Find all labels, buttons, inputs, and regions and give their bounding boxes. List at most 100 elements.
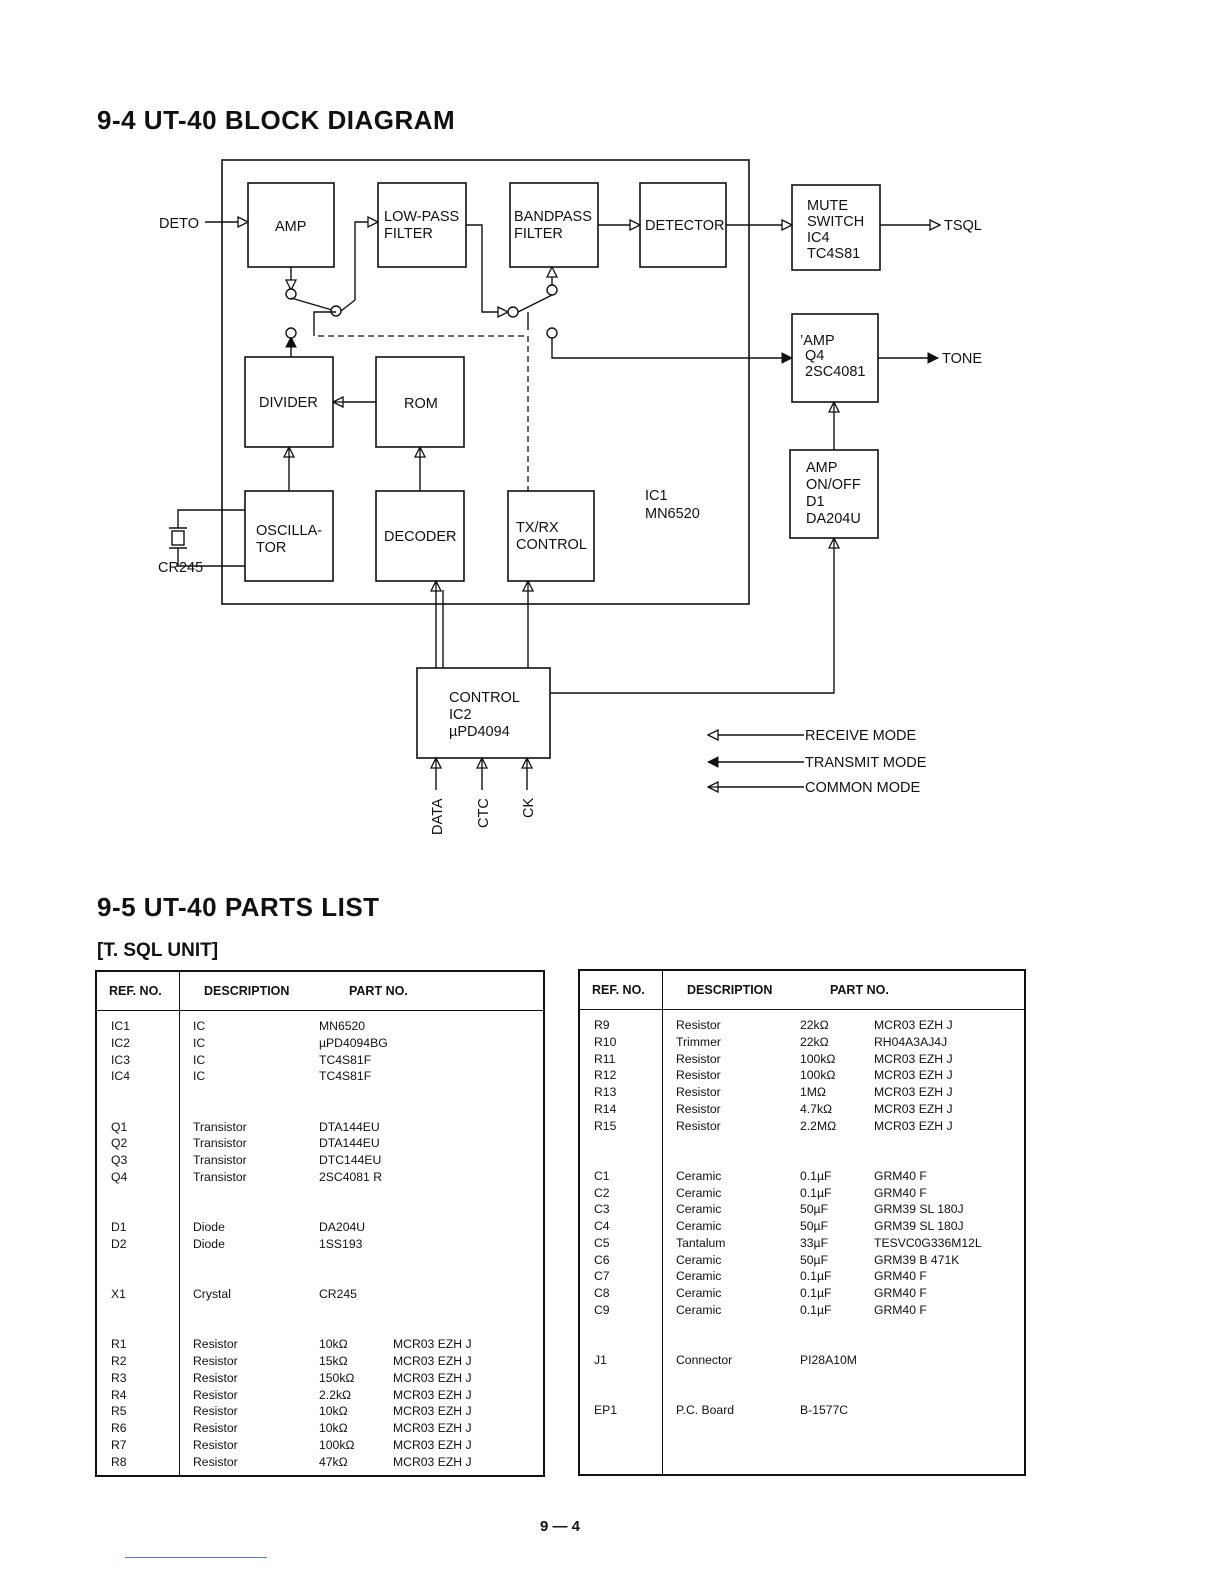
cell-ref: IC4 xyxy=(111,1069,130,1084)
cell-part: DA204U xyxy=(319,1220,366,1234)
cell-desc: Transistor xyxy=(193,1153,247,1167)
cell-part: 22kΩ xyxy=(800,1018,830,1032)
cell-part: 100kΩ xyxy=(800,1068,836,1083)
control-label-1: CONTROL xyxy=(449,690,520,706)
cell-desc: Ceramic xyxy=(676,1202,722,1217)
cell-code: MCR03 EZH J xyxy=(874,1101,953,1116)
ic1-boundary xyxy=(221,159,750,605)
cell-ref: IC2 xyxy=(111,1035,130,1050)
amp-onoff-label-1: AMP xyxy=(806,460,837,476)
cell-ref: R8 xyxy=(111,1454,127,1469)
cell-desc: Resistor xyxy=(676,1085,721,1099)
cell-part: 0.1µF xyxy=(800,1286,832,1300)
table-header: REF. NO. DESCRIPTION PART NO. xyxy=(580,971,1024,1010)
cell-part: B-1577C xyxy=(800,1403,849,1418)
cell-ref: IC3 xyxy=(111,1052,130,1067)
cell-code: MCR03 EZH J xyxy=(393,1404,472,1419)
cell-part: 50µF xyxy=(800,1202,829,1217)
cell-code: GRM39 SL 180J xyxy=(874,1202,964,1217)
cell-ref: R2 xyxy=(111,1354,127,1368)
cell-part: 10kΩ xyxy=(319,1404,349,1419)
cell-desc: Ceramic xyxy=(676,1168,722,1183)
col-part-header: PART NO. xyxy=(349,984,408,998)
cell-desc: Resistor xyxy=(193,1454,238,1469)
table-header: REF. NO. DESCRIPTION PART NO. xyxy=(97,972,543,1011)
legend-receive: RECEIVE MODE xyxy=(805,728,917,744)
cell-part: 10kΩ xyxy=(319,1421,349,1435)
cell-ref: R5 xyxy=(111,1404,127,1419)
cell-part: 15kΩ xyxy=(319,1354,349,1368)
cell-ref: R15 xyxy=(594,1118,617,1133)
cell-ref: R3 xyxy=(111,1370,127,1385)
cell-code: GRM40 F xyxy=(874,1168,927,1183)
unit-heading: [T. SQL UNIT] xyxy=(97,940,219,961)
lowpass-block xyxy=(377,182,467,268)
cell-desc: Resistor xyxy=(193,1387,238,1402)
cell-desc: Resistor xyxy=(193,1404,238,1419)
cell-desc: Ceramic xyxy=(676,1185,722,1200)
cell-ref: C1 xyxy=(594,1168,610,1183)
cell-part: 0.1µF xyxy=(800,1168,832,1183)
cell-part: 100kΩ xyxy=(319,1437,355,1452)
cell-part: 1MΩ xyxy=(800,1085,827,1099)
column-divider xyxy=(662,971,663,1474)
cell-code: GRM40 F xyxy=(874,1286,927,1300)
cell-code: MCR03 EZH J xyxy=(874,1068,953,1083)
cell-desc: Transistor xyxy=(193,1136,247,1151)
mute-label-4: TC4S81 xyxy=(807,246,860,262)
cell-code: GRM40 F xyxy=(874,1269,927,1284)
col-desc-header: DESCRIPTION xyxy=(687,983,773,997)
cell-desc: Resistor xyxy=(676,1118,721,1133)
txrx-block xyxy=(507,490,595,582)
cell-part: 50µF xyxy=(800,1219,829,1233)
cell-desc: Ceramic xyxy=(676,1286,722,1300)
cell-desc: Connector xyxy=(676,1353,733,1367)
cell-part: 4.7kΩ xyxy=(800,1101,833,1116)
cell-code: MCR03 EZH J xyxy=(393,1437,472,1452)
cell-part: 100kΩ xyxy=(800,1051,836,1066)
cell-code: MCR03 EZH J xyxy=(874,1085,953,1099)
control-block xyxy=(416,667,551,759)
cell-desc: Resistor xyxy=(676,1051,721,1066)
cell-code: GRM40 F xyxy=(874,1302,927,1317)
control-label-3: µPD4094 xyxy=(449,724,510,740)
oscillator-label-2: TOR xyxy=(256,540,286,556)
cell-desc: IC xyxy=(193,1019,206,1033)
cell-part: 2SC4081 R xyxy=(319,1169,383,1184)
cell-part: 0.1µF xyxy=(800,1302,832,1317)
cell-code: MCR03 EZH J xyxy=(874,1051,953,1066)
cell-part: DTC144EU xyxy=(319,1153,382,1167)
cell-desc: Transistor xyxy=(193,1169,247,1184)
amp-onoff-label-3: D1 xyxy=(806,494,825,510)
cell-ref: Q2 xyxy=(111,1136,128,1151)
cell-part: 2.2MΩ xyxy=(800,1118,837,1133)
cell-part: 10kΩ xyxy=(319,1337,349,1352)
cell-ref: C6 xyxy=(594,1252,610,1267)
cell-ref: C4 xyxy=(594,1219,610,1233)
block-diagram-heading: 9-4 UT-40 BLOCK DIAGRAM xyxy=(97,105,456,135)
cell-code: MCR03 EZH J xyxy=(393,1370,472,1385)
col-ref-header: REF. NO. xyxy=(109,984,162,998)
table-row: R15 Resistor 2.2MΩ MCR03 EZH J xyxy=(580,1119,1024,1136)
cell-code: MCR03 EZH J xyxy=(874,1118,953,1133)
cell-part: 50µF xyxy=(800,1252,829,1267)
cell-ref: R4 xyxy=(111,1387,127,1402)
cell-code: RH04A3AJ4J xyxy=(874,1034,948,1049)
cell-part: MN6520 xyxy=(319,1019,366,1033)
amp-onoff-label-2: ON/OFF xyxy=(806,477,861,493)
ic1-label-2: MN6520 xyxy=(645,506,700,522)
cell-desc: Resistor xyxy=(193,1437,238,1452)
